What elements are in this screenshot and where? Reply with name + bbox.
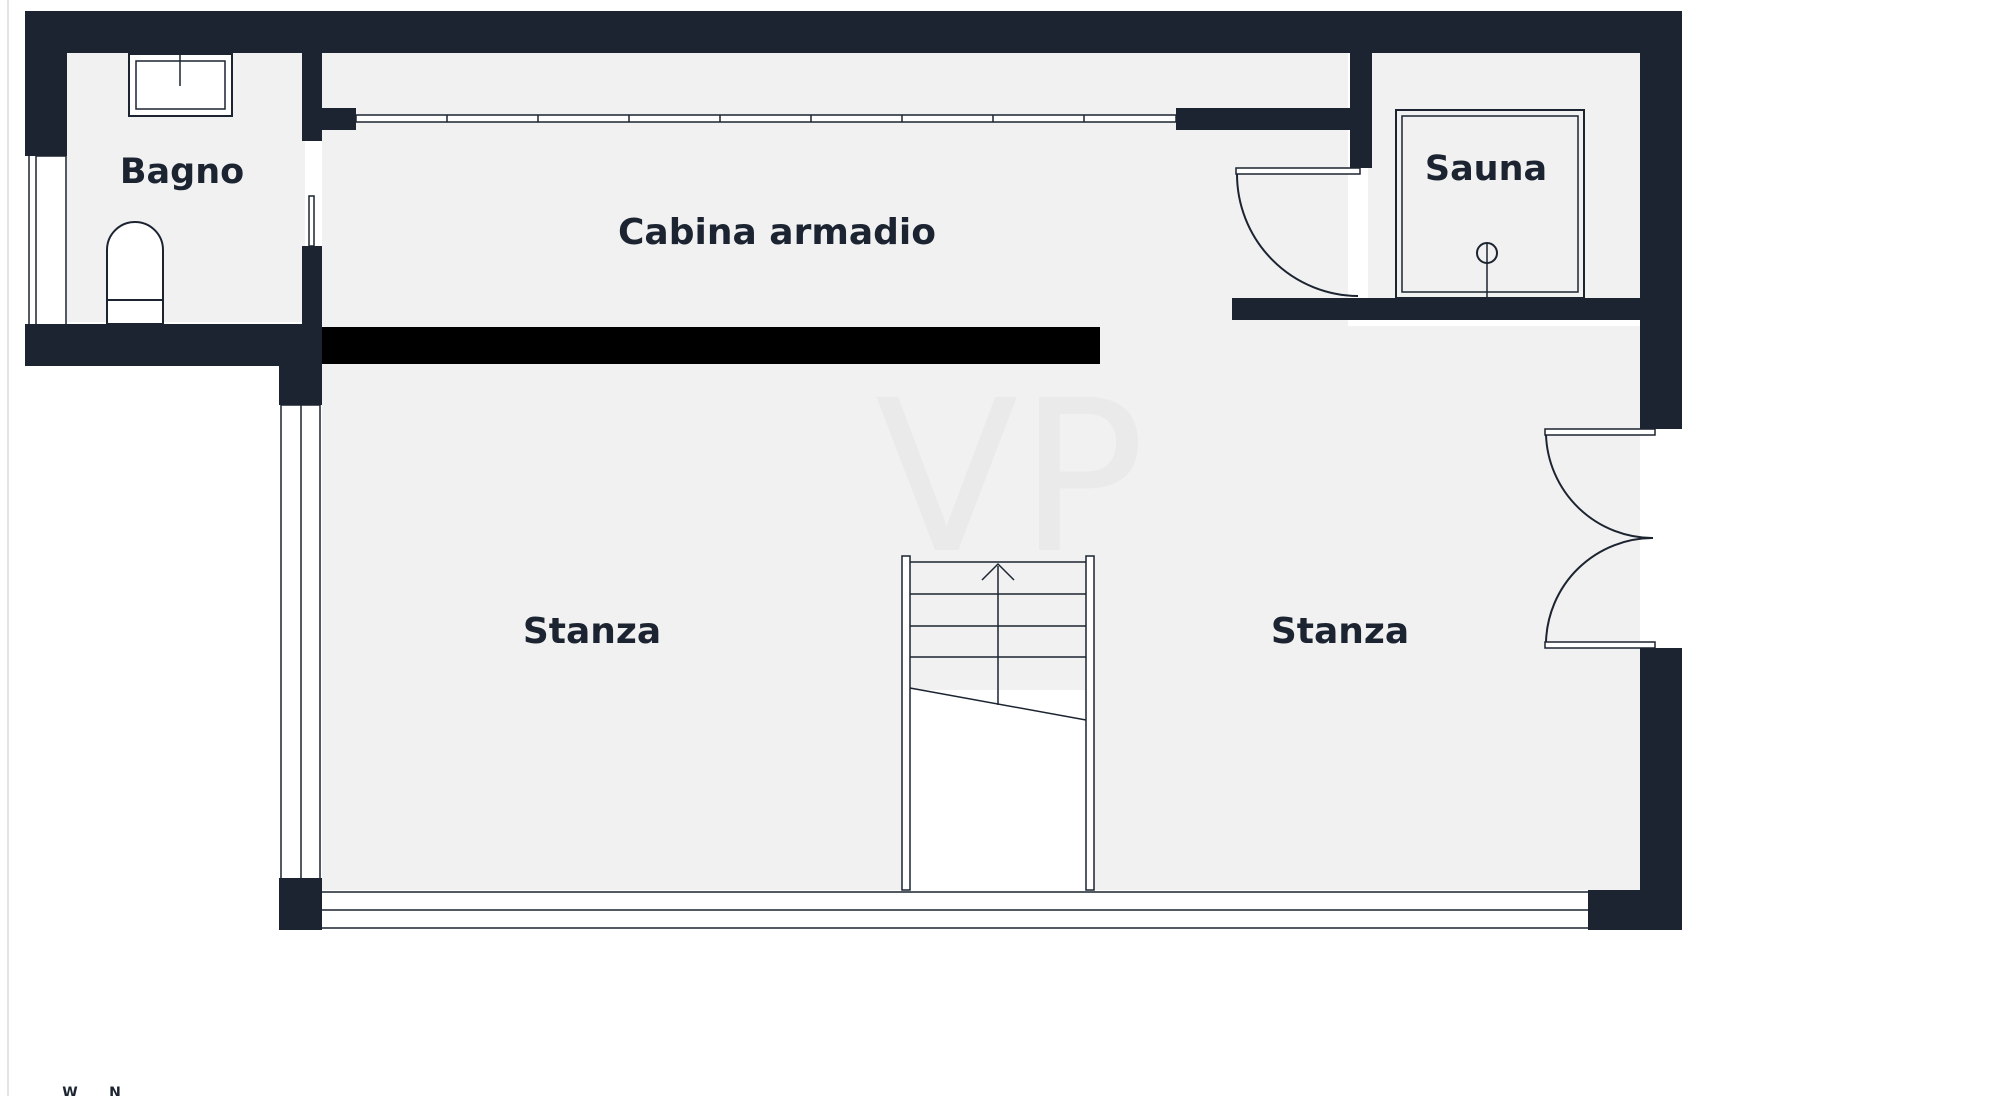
label-bagno: Bagno — [120, 152, 244, 192]
bagno-door — [308, 195, 315, 247]
label-sauna: Sauna — [1425, 149, 1547, 189]
floor-sauna — [1368, 52, 1642, 298]
sauna-cabin — [1395, 109, 1585, 299]
wall-sauna-bottom — [1232, 298, 1642, 320]
label-stanza-right: Stanza — [1271, 611, 1409, 652]
label-cabina-armadio: Cabina armadio — [618, 212, 936, 253]
divider-wall — [322, 327, 1100, 364]
wall-right-lower — [1640, 648, 1682, 930]
wardrobe-rail — [355, 114, 1177, 123]
wall-sauna-left — [1350, 52, 1372, 168]
compass-north: N — [109, 1085, 121, 1096]
bagno-fixtures — [106, 53, 315, 325]
toilet — [106, 221, 164, 301]
walls — [25, 11, 1682, 930]
wall-wardrobe-right — [1176, 108, 1350, 130]
sauna-door — [1235, 167, 1361, 175]
window-bagno — [25, 156, 67, 324]
wall-bottom-left-corner — [279, 878, 322, 930]
wall-bagno-partition-bottom — [302, 246, 322, 326]
double-door — [1544, 428, 1656, 649]
wall-top — [25, 11, 1682, 53]
wall-right-upper — [1640, 11, 1682, 429]
watermark: VP — [875, 355, 1145, 600]
wall-left-step — [279, 324, 322, 405]
wall-bagno-partition-top — [302, 52, 322, 141]
label-stanza-left: Stanza — [523, 611, 661, 652]
wall-wardrobe-stub-left — [322, 108, 356, 130]
floor-cabina — [322, 52, 1348, 326]
sauna-fixtures — [1235, 109, 1585, 299]
windows — [25, 155, 1682, 930]
staircase — [901, 555, 1095, 891]
wall-bagno-bottom — [25, 324, 320, 366]
compass-west: W — [62, 1085, 77, 1096]
wall-left-upper — [25, 11, 67, 156]
